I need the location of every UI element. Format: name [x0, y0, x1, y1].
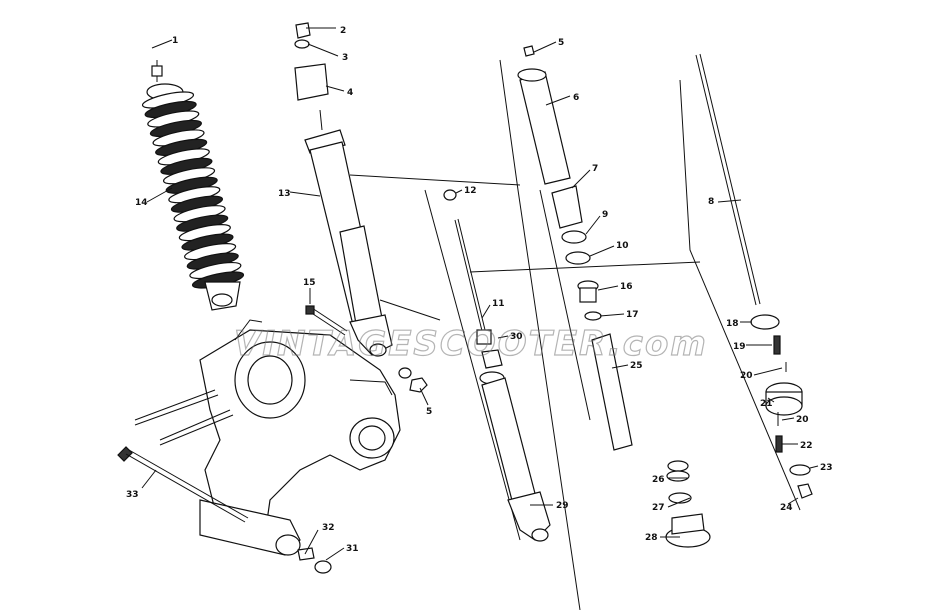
callout-25: 25: [630, 361, 643, 371]
callout-33: 33: [126, 490, 139, 500]
bottom-mount-parts: [665, 460, 711, 548]
callout-19: 19: [733, 342, 746, 352]
coil-spring: [141, 60, 245, 311]
callout-29: 29: [556, 501, 569, 511]
callout-17: 17: [626, 310, 639, 320]
callout-30: 30: [510, 332, 523, 342]
top-column-parts: [517, 45, 591, 265]
callout-18: 18: [726, 319, 739, 329]
callout-8: 8: [708, 197, 714, 207]
callout-20-upper: 20: [740, 371, 753, 381]
callout-32: 32: [322, 523, 335, 533]
leader-lines: [141, 27, 819, 561]
callout-11: 11: [492, 299, 505, 309]
damper-rod: [443, 189, 505, 385]
swingarm-bolt: [117, 446, 249, 523]
callout-20-lower: 20: [796, 415, 809, 425]
mounting-bolt: [305, 305, 348, 336]
callout-2: 2: [340, 26, 346, 36]
shock-absorber: [294, 22, 393, 357]
right-column-parts: [750, 314, 813, 499]
callout-3: 3: [342, 53, 348, 63]
callout-21: 21: [760, 399, 773, 409]
callout-14: 14: [135, 198, 148, 208]
callout-7: 7: [592, 164, 598, 174]
callout-9: 9: [602, 210, 608, 220]
nut-5-lower: [398, 367, 428, 393]
callout-13: 13: [278, 189, 291, 199]
small-fasteners: [297, 547, 332, 574]
callout-24: 24: [780, 503, 793, 513]
callout-12: 12: [464, 186, 477, 196]
divider-lines: [349, 59, 801, 610]
engine-swingarm: [134, 319, 401, 556]
callout-10: 10: [616, 241, 629, 251]
callout-31: 31: [346, 544, 359, 554]
callout-15: 15: [303, 278, 316, 288]
callout-28: 28: [645, 533, 658, 543]
callout-22: 22: [800, 441, 813, 451]
callout-1: 1: [172, 36, 178, 46]
middle-column-parts: [577, 280, 633, 451]
callout-5-lower: 5: [426, 407, 432, 417]
callout-5-top: 5: [558, 38, 564, 48]
callout-6: 6: [573, 93, 579, 103]
callout-23: 23: [820, 463, 833, 473]
damper-tube: [481, 377, 551, 542]
callout-26: 26: [652, 475, 665, 485]
callout-16: 16: [620, 282, 633, 292]
callout-numbers: 1 2 3 4 5 6 7 8 9 10 11 12 13 14 15 16 1…: [126, 26, 833, 554]
callout-4: 4: [347, 88, 353, 98]
long-threaded-rod: [695, 53, 761, 306]
watermark: VINTAGESCOOTER.com: [234, 324, 708, 364]
callout-27: 27: [652, 503, 665, 513]
